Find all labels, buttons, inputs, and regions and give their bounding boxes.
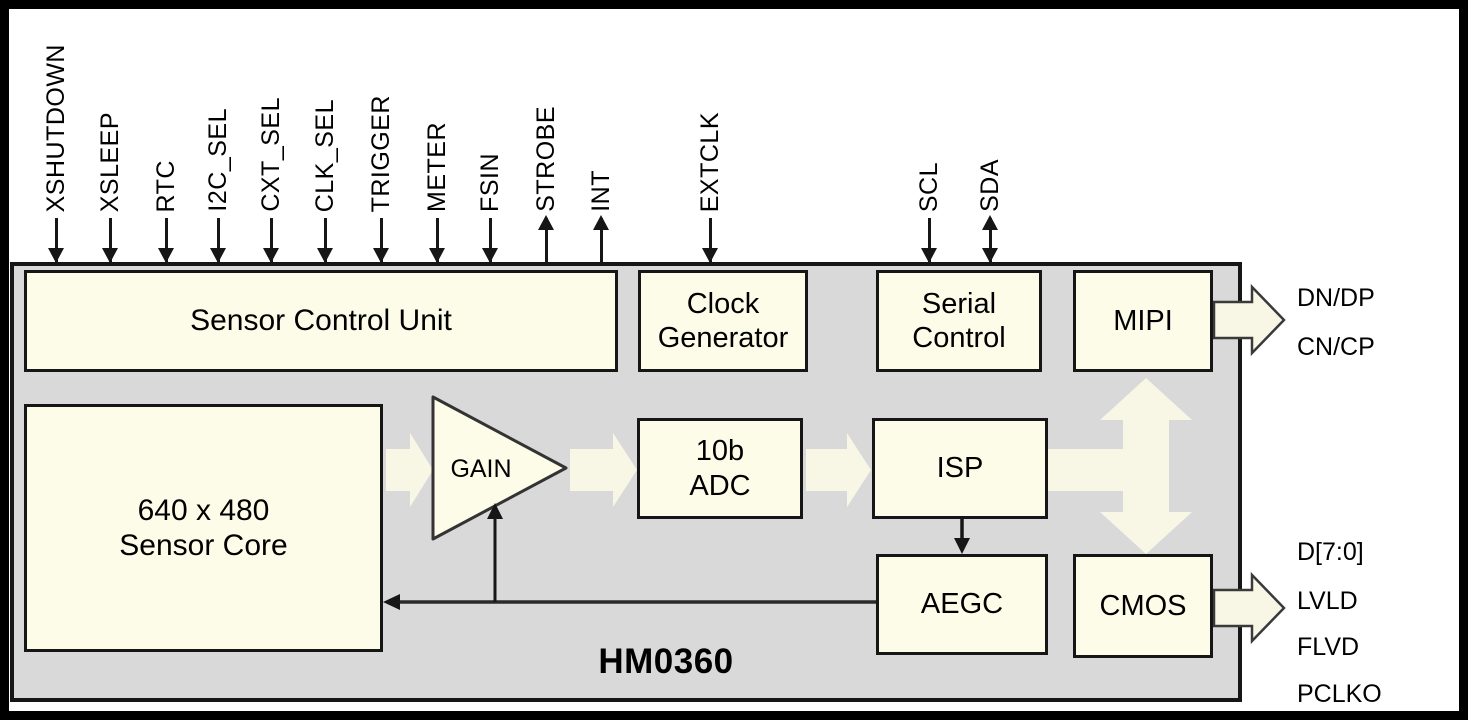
pin-label: CLK_SEL bbox=[311, 98, 339, 212]
arrowhead-up-icon bbox=[982, 215, 998, 230]
flow-bar-isp-to-bus-icon bbox=[1048, 449, 1126, 491]
pin-line bbox=[927, 218, 931, 262]
pin-line bbox=[488, 218, 492, 262]
block-clock-generator: Clock Generator bbox=[638, 270, 808, 372]
arrowhead-down-icon bbox=[210, 248, 226, 263]
output-label-lvld: LVLD bbox=[1297, 587, 1358, 615]
pin-line bbox=[708, 218, 712, 262]
block-sensor-control-unit: Sensor Control Unit bbox=[24, 270, 618, 372]
block-mipi: MIPI bbox=[1073, 270, 1213, 372]
flow-arrow-adc-to-isp-icon bbox=[806, 433, 871, 507]
output-label-cn-cp: CN/CP bbox=[1297, 333, 1375, 361]
pin-label: RTC bbox=[152, 159, 180, 212]
feedback-arrowhead-left-icon bbox=[383, 594, 400, 610]
arrowhead-up-icon bbox=[593, 215, 609, 230]
pin-label: XSHUTDOWN bbox=[42, 43, 70, 212]
pin-line bbox=[216, 218, 220, 262]
gain-label: GAIN bbox=[450, 455, 512, 483]
arrowhead-down-icon bbox=[982, 248, 998, 263]
arrowhead-down-icon bbox=[158, 248, 174, 263]
block-cmos: CMOS bbox=[1073, 554, 1213, 658]
pin-line bbox=[379, 218, 383, 262]
chip-name-label: HM0360 bbox=[598, 642, 734, 681]
pin-label: STROBE bbox=[532, 106, 560, 212]
pin-label: EXTCLK bbox=[696, 111, 724, 212]
pin-line bbox=[599, 218, 603, 262]
pin-label: FSIN bbox=[476, 153, 504, 212]
output-arrow-mipi-icon bbox=[1212, 283, 1286, 357]
flow-arrow-core-to-gain-icon bbox=[386, 433, 433, 507]
arrowhead-down-icon bbox=[102, 248, 118, 263]
feedback-arrowhead-up-icon bbox=[487, 503, 503, 519]
flow-arrow-gain-to-adc-icon bbox=[570, 433, 637, 507]
pin-label: METER bbox=[423, 122, 451, 212]
arrowhead-down-icon bbox=[429, 248, 445, 263]
pin-label: SDA bbox=[976, 159, 1004, 212]
arrowhead-down-icon bbox=[317, 248, 333, 263]
pin-line bbox=[544, 218, 548, 262]
arrowhead-down-icon bbox=[921, 248, 937, 263]
output-label-flvd: FLVD bbox=[1297, 633, 1360, 661]
isp-to-aegc-arrowhead-icon bbox=[954, 538, 970, 554]
arrowhead-down-icon bbox=[48, 248, 64, 263]
pin-label: XSLEEP bbox=[96, 111, 124, 212]
arrowhead-down-icon bbox=[482, 248, 498, 263]
block-adc: 10b ADC bbox=[637, 418, 803, 519]
block-aegc: AEGC bbox=[876, 554, 1048, 655]
pin-label: TRIGGER bbox=[367, 94, 395, 212]
pin-line bbox=[54, 218, 58, 262]
block-sensor-core: 640 x 480 Sensor Core bbox=[24, 404, 383, 652]
arrowhead-down-icon bbox=[702, 248, 718, 263]
block-serial-control: Serial Control bbox=[876, 270, 1042, 372]
arrowhead-down-icon bbox=[373, 248, 389, 263]
gain-amplifier-triangle bbox=[431, 395, 568, 541]
output-arrow-cmos-icon bbox=[1212, 571, 1286, 645]
arrowhead-up-icon bbox=[538, 215, 554, 230]
block-isp: ISP bbox=[872, 418, 1048, 519]
output-label-d7-0: D[7:0] bbox=[1297, 538, 1364, 566]
pin-label: SCL bbox=[915, 161, 943, 212]
pin-label: INT bbox=[587, 170, 615, 212]
arrowhead-down-icon bbox=[263, 248, 279, 263]
pin-line bbox=[323, 218, 327, 262]
pin-line bbox=[269, 218, 273, 262]
output-label-pclko: PCLKO bbox=[1297, 680, 1382, 708]
pin-line bbox=[108, 218, 112, 262]
pin-line bbox=[164, 218, 168, 262]
pin-label: I2C_SEL bbox=[204, 108, 232, 212]
flow-arrow-mipi-cmos-bus-icon bbox=[1100, 378, 1192, 554]
pin-line bbox=[435, 218, 439, 262]
pin-line bbox=[988, 218, 992, 262]
pin-label: CXT_SEL bbox=[257, 97, 285, 212]
output-label-dn-dp: DN/DP bbox=[1297, 284, 1375, 312]
